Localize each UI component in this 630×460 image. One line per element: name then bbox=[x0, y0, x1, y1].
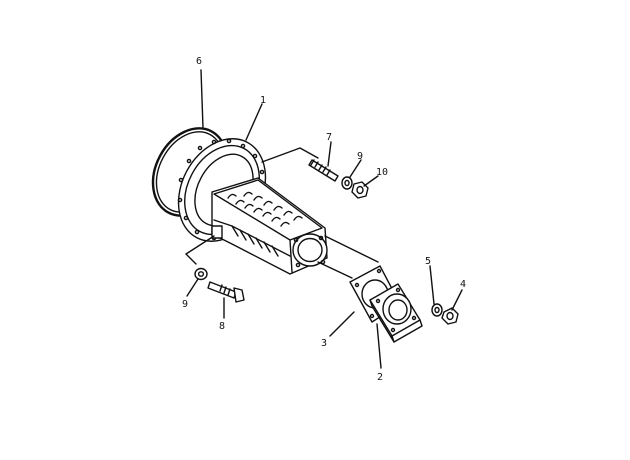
callout-labels: 6 1 7 9 10 9 8 3 2 5 4 bbox=[182, 56, 466, 383]
callout-5: 5 bbox=[425, 256, 431, 267]
callout-7: 7 bbox=[326, 132, 332, 143]
cover-plate bbox=[369, 283, 423, 343]
callout-6: 6 bbox=[196, 56, 202, 67]
washer-lower bbox=[194, 267, 208, 281]
housing-body bbox=[211, 177, 328, 275]
callout-9-upper: 9 bbox=[357, 151, 363, 162]
callout-9-lower: 9 bbox=[182, 299, 188, 310]
callout-3: 3 bbox=[321, 338, 327, 349]
callout-10: 10 bbox=[376, 167, 388, 178]
washer-upper bbox=[341, 176, 353, 190]
cooling-fins bbox=[227, 191, 303, 227]
callout-4: 4 bbox=[460, 279, 466, 290]
stud-upper bbox=[308, 159, 339, 182]
bolt-right bbox=[441, 307, 459, 325]
bolt-lower bbox=[207, 281, 245, 303]
callout-1: 1 bbox=[260, 95, 266, 106]
assembly-lines bbox=[185, 147, 379, 279]
callout-8: 8 bbox=[219, 321, 225, 332]
callout-2: 2 bbox=[377, 372, 383, 383]
leader-lines bbox=[186, 69, 463, 369]
washer-right bbox=[431, 303, 443, 317]
